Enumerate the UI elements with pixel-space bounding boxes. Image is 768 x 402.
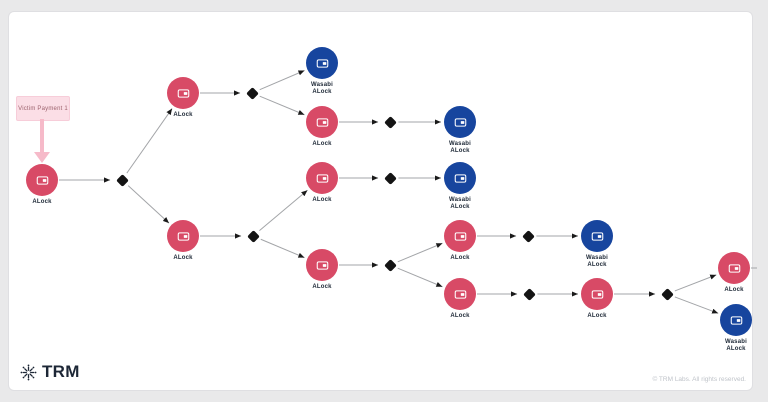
wallet-icon bbox=[316, 58, 328, 68]
entity-label: Wasabi ALock bbox=[449, 197, 471, 210]
entity-label: Wasabi ALock bbox=[586, 255, 608, 268]
junction-node[interactable] bbox=[115, 173, 129, 187]
junction-node[interactable] bbox=[245, 86, 259, 100]
wallet-icon bbox=[316, 117, 328, 127]
alock-wallet-circle[interactable] bbox=[306, 162, 338, 194]
alock-wallet-circle[interactable] bbox=[167, 220, 199, 252]
entity-label: ALock bbox=[724, 287, 744, 293]
entity-label: ALock bbox=[450, 313, 470, 319]
wallet-icon bbox=[591, 231, 603, 241]
entity-node-wasabi[interactable]: Wasabi ALock bbox=[704, 304, 768, 353]
entity-node-alock[interactable]: ALock bbox=[428, 278, 492, 320]
junction-node[interactable] bbox=[383, 258, 397, 272]
wallet-icon bbox=[728, 263, 740, 273]
entity-node-alock[interactable]: ALock bbox=[428, 220, 492, 262]
entity-label: Wasabi ALock bbox=[311, 82, 333, 95]
wallet-icon bbox=[177, 231, 189, 241]
wallet-icon bbox=[454, 289, 466, 299]
entity-node-alock[interactable]: ALock bbox=[10, 164, 74, 206]
wallet-icon bbox=[177, 88, 189, 98]
wallet-icon bbox=[316, 260, 328, 270]
entity-label: ALock bbox=[450, 255, 470, 261]
entity-node-wasabi[interactable]: Wasabi ALock bbox=[565, 220, 629, 269]
wallet-icon bbox=[454, 231, 466, 241]
entity-node-alock[interactable]: ALock bbox=[290, 162, 354, 204]
junction-node[interactable] bbox=[660, 287, 674, 301]
trm-starburst-icon bbox=[20, 364, 37, 380]
entity-node-alock[interactable]: ALock bbox=[565, 278, 629, 320]
wasabi-wallet-circle[interactable] bbox=[444, 162, 476, 194]
copyright-text: © TRM Labs. All rights reserved. bbox=[652, 376, 746, 383]
victim-payment-annotation[interactable]: Victim Payment 1 bbox=[16, 96, 70, 121]
wallet-icon bbox=[730, 315, 742, 325]
entity-node-alock[interactable]: ALock bbox=[702, 252, 766, 294]
wasabi-wallet-circle[interactable] bbox=[444, 106, 476, 138]
alock-wallet-circle[interactable] bbox=[444, 220, 476, 252]
wallet-icon bbox=[454, 117, 466, 127]
alock-wallet-circle[interactable] bbox=[306, 249, 338, 281]
wallet-icon bbox=[36, 175, 48, 185]
alock-wallet-circle[interactable] bbox=[718, 252, 750, 284]
junction-node[interactable] bbox=[246, 229, 260, 243]
wallet-icon bbox=[591, 289, 603, 299]
junction-node[interactable] bbox=[521, 229, 535, 243]
entity-node-alock[interactable]: ALock bbox=[151, 220, 215, 262]
entity-node-wasabi[interactable]: Wasabi ALock bbox=[290, 47, 354, 96]
junction-node[interactable] bbox=[383, 171, 397, 185]
entity-label: Wasabi ALock bbox=[725, 339, 747, 352]
junction-node[interactable] bbox=[383, 115, 397, 129]
entity-label: Wasabi ALock bbox=[449, 141, 471, 154]
alock-wallet-circle[interactable] bbox=[167, 77, 199, 109]
entity-node-wasabi[interactable]: Wasabi ALock bbox=[428, 106, 492, 155]
entity-node-alock[interactable]: ALock bbox=[290, 249, 354, 291]
victim-payment-arrow-icon bbox=[34, 119, 50, 163]
entity-label: ALock bbox=[312, 141, 332, 147]
entity-label: ALock bbox=[312, 197, 332, 203]
entity-label: ALock bbox=[173, 255, 193, 261]
entity-label: ALock bbox=[173, 112, 193, 118]
wallet-icon bbox=[316, 173, 328, 183]
entity-node-alock[interactable]: ALock bbox=[290, 106, 354, 148]
entity-node-wasabi[interactable]: Wasabi ALock bbox=[428, 162, 492, 211]
entity-label: ALock bbox=[312, 284, 332, 290]
wasabi-wallet-circle[interactable] bbox=[306, 47, 338, 79]
entity-label: ALock bbox=[32, 199, 52, 205]
entity-label: ALock bbox=[587, 313, 607, 319]
entity-node-alock[interactable]: ALock bbox=[151, 77, 215, 119]
alock-wallet-circle[interactable] bbox=[26, 164, 58, 196]
wasabi-wallet-circle[interactable] bbox=[581, 220, 613, 252]
alock-wallet-circle[interactable] bbox=[306, 106, 338, 138]
alock-wallet-circle[interactable] bbox=[444, 278, 476, 310]
wallet-icon bbox=[454, 173, 466, 183]
trm-logo-text: TRM bbox=[42, 362, 80, 381]
alock-wallet-circle[interactable] bbox=[581, 278, 613, 310]
wasabi-wallet-circle[interactable] bbox=[720, 304, 752, 336]
trm-logo: TRM bbox=[20, 362, 80, 382]
junction-node[interactable] bbox=[522, 287, 536, 301]
